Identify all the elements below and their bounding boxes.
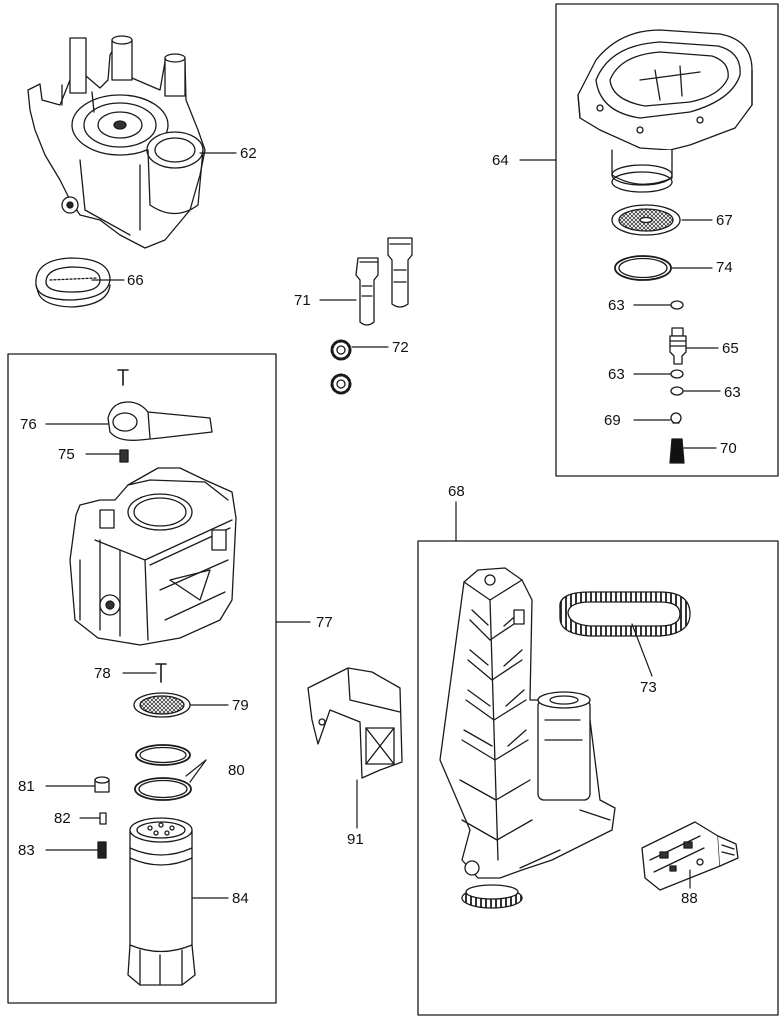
part-73-belt [559,591,691,637]
callout-91: 91 [347,831,364,848]
callout-79: 79 [232,697,249,714]
callout-80: 80 [228,762,245,779]
frame-64 [555,3,779,477]
frame-77 [7,353,277,1004]
part-80-o-rings [134,744,192,801]
callout-78: 78 [94,665,111,682]
part-74-o-ring [614,255,672,281]
part-68-drive-assembly [439,567,616,909]
part-83-spring [97,841,107,859]
callout-62: 62 [240,145,257,162]
part-79-filter-disc [133,692,191,718]
part-82-pin [99,812,107,825]
callout-71: 71 [294,292,311,309]
part-65-valve [669,327,687,365]
part-72-gears [330,339,352,395]
part-70-cone [669,438,685,464]
part-63-o-ring-a [670,300,684,310]
part-88-circuit-board [641,821,739,891]
callout-64: 64 [492,152,509,169]
part-77-brew-chamber [69,467,237,646]
callout-74: 74 [716,259,733,276]
callout-76: 76 [20,416,37,433]
part-78-screw [155,663,167,683]
part-71-shafts [355,237,413,326]
callout-70: 70 [720,440,737,457]
leader-lines [45,152,721,899]
callout-77: 77 [316,614,333,631]
part-76-lever [107,369,213,441]
callout-72: 72 [392,339,409,356]
part-67-filter-screen [611,204,681,236]
callout-67: 67 [716,212,733,229]
part-63-o-ring-c [670,386,684,396]
part-81-cap [94,776,110,793]
part-64-upper-housing [577,29,753,193]
callout-63-b: 63 [608,366,625,383]
part-84-piston [127,817,196,986]
callout-63-a: 63 [608,297,625,314]
callout-66: 66 [127,272,144,289]
callout-65: 65 [722,340,739,357]
part-75-set-screw [119,449,129,463]
part-63-o-ring-b [670,369,684,379]
part-62-brew-unit-top [27,35,206,249]
part-66-seal [35,257,111,308]
part-69-ball [670,412,682,424]
callout-84: 84 [232,890,249,907]
callout-82: 82 [54,810,71,827]
callout-69: 69 [604,412,621,429]
part-91-bracket [307,667,403,779]
callout-68: 68 [448,483,465,500]
callout-75: 75 [58,446,75,463]
callout-81: 81 [18,778,35,795]
frame-68 [417,540,779,1016]
callout-88: 88 [681,890,698,907]
callout-63-c: 63 [724,384,741,401]
callout-83: 83 [18,842,35,859]
callout-73: 73 [640,679,657,696]
